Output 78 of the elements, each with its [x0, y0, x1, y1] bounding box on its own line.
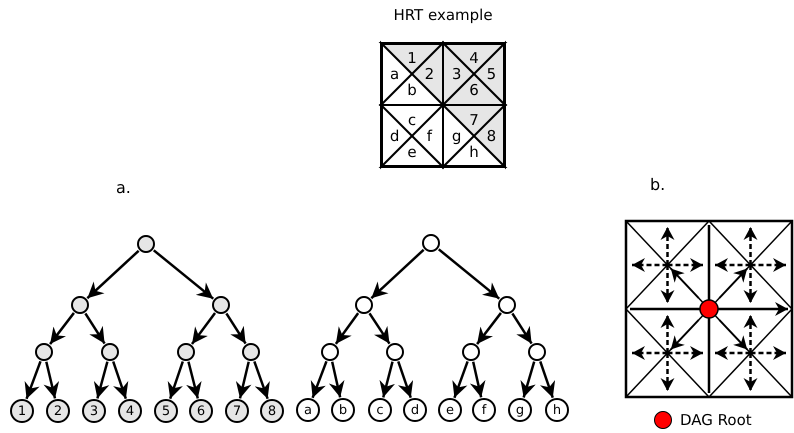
arrow	[225, 312, 247, 344]
tree-node	[242, 343, 260, 361]
arrow	[380, 361, 395, 398]
cell-label: c	[408, 112, 416, 128]
tree-node: d	[403, 398, 427, 422]
arrow	[152, 249, 214, 300]
tree-node: 2	[46, 399, 70, 423]
tree-node: 1	[10, 399, 34, 423]
arrow	[370, 248, 424, 300]
diagram-title: HRT example	[392, 5, 494, 25]
cell-label: 5	[486, 66, 496, 82]
cell-label: f	[426, 128, 432, 144]
tree-node	[355, 296, 373, 314]
cell-label: 7	[469, 112, 479, 128]
arrow	[168, 361, 184, 400]
tree-node	[462, 343, 480, 361]
tree-node	[386, 343, 404, 361]
tree-node	[528, 343, 546, 361]
tree-node: 7	[225, 399, 249, 423]
cell-label: g	[452, 128, 462, 144]
arrow	[24, 360, 42, 400]
arrow	[368, 312, 391, 344]
tree-node: 8	[260, 399, 284, 423]
tree-node	[35, 343, 53, 361]
tree-node: 5	[154, 399, 178, 423]
cell-label: b	[407, 82, 417, 98]
tree-node: f	[472, 398, 496, 422]
tree-node	[101, 343, 119, 361]
tree-node	[212, 296, 230, 314]
tree-node: 6	[189, 399, 213, 423]
tree-node	[177, 343, 195, 361]
arrow	[44, 361, 60, 399]
tree-node	[321, 343, 339, 361]
arrow	[86, 250, 140, 300]
arrow	[310, 360, 328, 398]
tree-node: g	[508, 398, 532, 422]
tree-node	[137, 235, 155, 253]
arrow	[236, 361, 252, 399]
cell-label: 3	[452, 66, 462, 82]
cell-label: 8	[486, 128, 496, 144]
tree-node: c	[368, 398, 392, 422]
arrow	[84, 312, 106, 344]
tree-node: 4	[118, 399, 142, 423]
arrow	[539, 361, 556, 398]
arrow	[253, 361, 270, 400]
panel-label: b.	[650, 175, 666, 195]
arrow	[328, 361, 344, 398]
tree-node	[71, 296, 89, 314]
tree-node	[422, 234, 440, 252]
tree-node	[498, 296, 516, 314]
arrow	[452, 360, 469, 398]
cell-label: 4	[469, 50, 479, 66]
tree-node: h	[545, 398, 569, 422]
legend-text: DAG Root	[680, 410, 752, 430]
arrow	[112, 361, 128, 400]
arrow	[438, 248, 500, 300]
tree-node: a	[296, 398, 320, 422]
arrow	[186, 361, 202, 399]
cell-label: a	[390, 66, 400, 82]
cell-label: h	[469, 144, 479, 160]
cell-label: d	[390, 128, 400, 144]
arrow	[397, 361, 414, 398]
arrow	[470, 361, 486, 398]
arrow	[49, 312, 75, 345]
tree-node: e	[438, 398, 462, 422]
cell-label: 1	[407, 50, 417, 66]
cell-label: e	[407, 144, 417, 160]
tree-node: 3	[82, 399, 106, 423]
tree-node: b	[331, 398, 355, 422]
arrow	[520, 361, 536, 398]
arrow	[190, 312, 216, 345]
arrow	[334, 312, 360, 345]
cell-label: 6	[469, 82, 479, 98]
panel-label: a.	[116, 178, 131, 198]
arrow	[476, 312, 502, 345]
arrow	[511, 312, 533, 344]
cell-label: 2	[424, 66, 434, 82]
arrow	[94, 361, 110, 399]
